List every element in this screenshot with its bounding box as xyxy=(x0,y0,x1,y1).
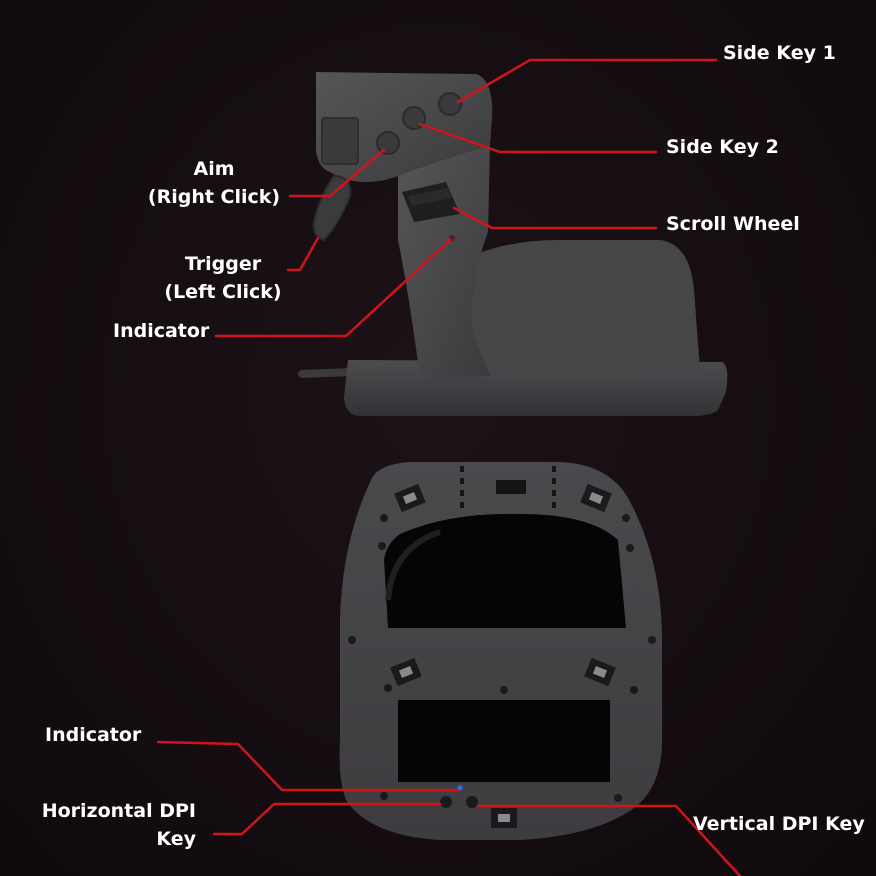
label-horizontal-dpi-line1: Horizontal DPI xyxy=(41,800,196,822)
label-trigger: Trigger (Left Click) xyxy=(156,251,290,306)
scroll-wheel-ridge xyxy=(408,188,452,206)
head-panel xyxy=(321,117,359,165)
label-trigger-line2: (Left Click) xyxy=(164,280,282,303)
label-horizontal-dpi-line2: Key xyxy=(156,827,196,850)
vent-holes xyxy=(460,466,556,508)
leader-side-key-1 xyxy=(456,58,718,104)
label-scroll-wheel: Scroll Wheel xyxy=(666,213,800,235)
device-grip xyxy=(398,146,490,378)
device-bottom-view xyxy=(339,462,662,840)
label-vertical-dpi-key: Vertical DPI Key xyxy=(693,813,865,835)
screw-holes xyxy=(348,514,656,802)
vertical-dpi-key xyxy=(466,796,478,808)
top-slot xyxy=(496,480,526,494)
label-indicator-top: Indicator xyxy=(113,320,210,342)
device-hump xyxy=(420,240,700,376)
aim-button xyxy=(376,131,400,155)
label-trigger-line1: Trigger xyxy=(184,253,262,275)
label-aim-line1: Aim xyxy=(193,158,235,180)
leader-side-key-2 xyxy=(418,122,658,154)
label-indicator-bottom: Indicator xyxy=(45,724,142,746)
label-aim: Aim (Right Click) xyxy=(144,156,284,211)
device-side-view xyxy=(298,72,728,416)
trigger-button xyxy=(312,174,352,242)
leader-indicator-top xyxy=(214,238,452,338)
leader-scroll-wheel xyxy=(452,206,658,230)
label-aim-line2: (Right Click) xyxy=(147,185,281,208)
leader-lines xyxy=(156,58,742,876)
bottom-window xyxy=(398,700,610,782)
side-key-1-button xyxy=(438,92,462,116)
bottom-cavity xyxy=(384,513,626,628)
cavity-rim xyxy=(385,529,441,601)
leader-horizontal-dpi xyxy=(212,802,442,836)
leader-indicator-bottom xyxy=(156,740,460,792)
label-side-key-1: Side Key 1 xyxy=(723,42,836,64)
leader-trigger xyxy=(286,236,320,272)
label-horizontal-dpi: Horizontal DPI Key xyxy=(40,798,196,853)
label-side-key-2: Side Key 2 xyxy=(666,136,779,158)
leader-aim xyxy=(288,148,386,198)
leader-vertical-dpi xyxy=(476,804,742,876)
horizontal-dpi-key xyxy=(440,796,452,808)
glide-feet xyxy=(390,483,616,828)
cable xyxy=(298,368,356,378)
